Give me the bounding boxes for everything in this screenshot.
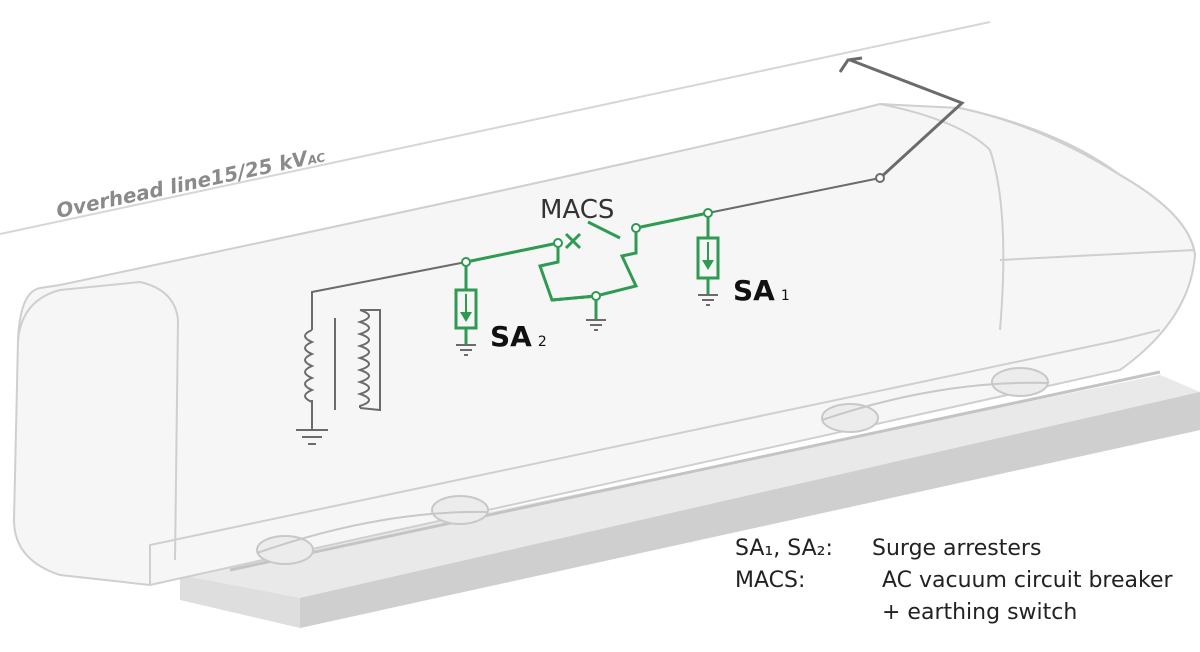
track [180,370,1200,628]
legend-value: + earthing switch [882,600,1078,625]
pantograph [838,56,965,180]
legend: SA₁, SA₂: Surge arresters MACS: AC vacuu… [735,536,1195,646]
bogie-front [821,367,1049,433]
pantograph-node [875,173,885,183]
main-wiring [311,177,881,430]
legend-value: AC vacuum circuit breaker [882,568,1173,593]
bogie-rear [256,495,489,565]
overhead-line-label: Overhead line15/25 kVAC [54,142,327,222]
transformer-icon [304,309,381,412]
legend-value: Surge arresters [872,536,1042,561]
breaker-label: MACS [540,195,614,225]
ground-icons [456,294,718,356]
surge-arrester-1-icon [696,236,720,280]
train-body [12,102,1197,587]
transformer-ground-icon [296,429,328,445]
overhead-wire [0,21,991,235]
circuit-nodes [461,208,713,301]
surge-arrester-2-icon [454,288,478,330]
legend-key: SA₁, SA₂: [735,536,833,561]
legend-key: MACS: [735,568,806,593]
